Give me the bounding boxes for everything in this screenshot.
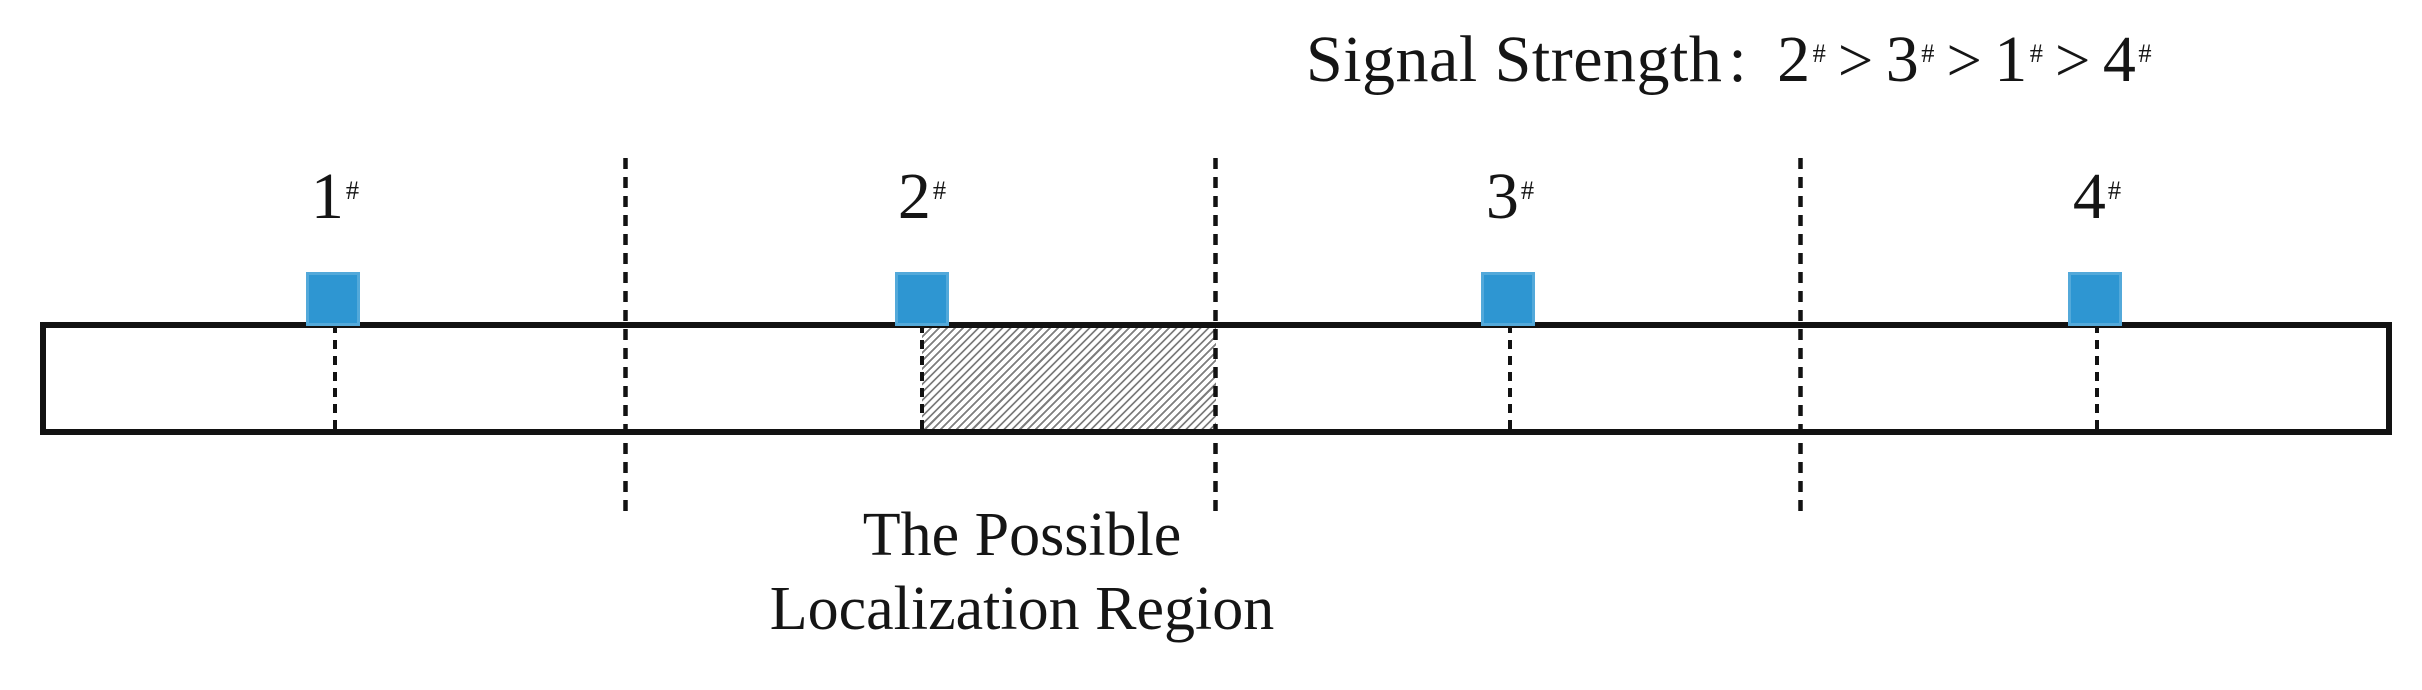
signal-strength-title: Signal Strength:2#>3#>1#>4#: [1306, 22, 2152, 98]
sensor-square-1: [306, 272, 360, 326]
sensor-3-hash-mark: #: [1520, 175, 1535, 205]
region-caption: The Possible Localization Region: [770, 498, 1274, 647]
rank-1-hash-mark: #: [1812, 38, 1826, 68]
greater-than-icon: >: [1837, 25, 1874, 95]
possible-localization-region: [922, 328, 1216, 429]
title-label: Signal Strength: [1306, 23, 1723, 96]
rank-2-number: 3: [1885, 23, 1920, 96]
rank-item-3: 1#: [1994, 23, 2043, 96]
rank-item-2: 3#: [1886, 23, 1935, 96]
greater-than-icon: >: [2055, 25, 2091, 95]
sensor-3-number: 3: [1485, 160, 1519, 233]
rank-item-4: 4#: [2103, 23, 2152, 96]
greater-than-icon: >: [1946, 25, 1983, 95]
sensor-square-4: [2068, 272, 2122, 326]
sensor-label-4: 4#: [2073, 164, 2121, 230]
rank-3-hash-mark: #: [2029, 38, 2043, 68]
rank-2-hash-mark: #: [1921, 38, 1935, 68]
sensor-1-hash-mark: #: [345, 175, 360, 205]
sensor-label-2: 2#: [898, 164, 946, 230]
rank-item-1: 2#: [1777, 23, 1826, 96]
caption-line-1: The Possible: [862, 501, 1182, 569]
caption-line-2: Localization Region: [769, 575, 1275, 644]
rank-1-number: 2: [1777, 23, 1811, 96]
sensor-square-3: [1481, 272, 1535, 326]
corridor-bar: [40, 322, 2392, 435]
sensor-2-hash-mark: #: [932, 175, 947, 205]
title-colon: :: [1728, 23, 1748, 96]
sensor-square-2: [895, 272, 949, 326]
rank-4-number: 4: [2102, 23, 2137, 96]
sensor-4-number: 4: [2072, 160, 2106, 233]
sensor-label-3: 3#: [1486, 164, 1534, 230]
rank-3-number: 1: [1994, 23, 2028, 96]
sensor-4-hash-mark: #: [2107, 175, 2122, 205]
sensor-2-number: 2: [897, 160, 931, 233]
sensor-1-number: 1: [310, 160, 344, 233]
rank-4-hash-mark: #: [2138, 38, 2152, 68]
sensor-label-1: 1#: [311, 164, 359, 230]
